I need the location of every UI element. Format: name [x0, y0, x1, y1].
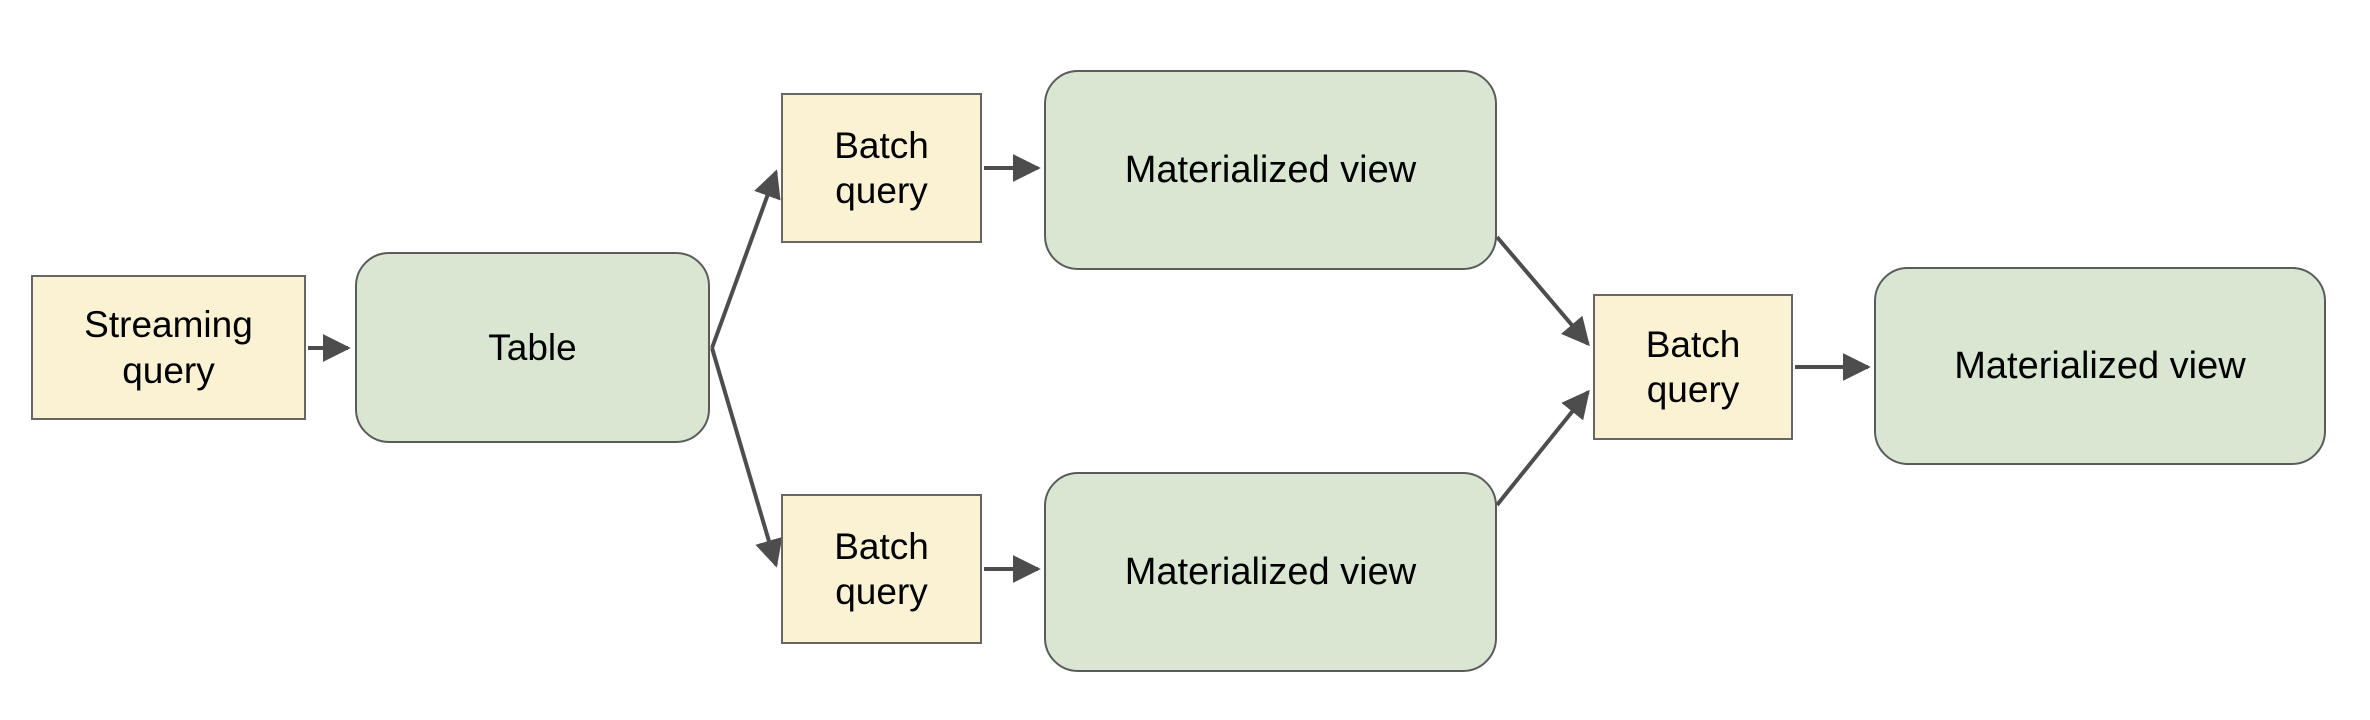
- edge-table-to-batch-query-bottom: [710, 347, 783, 568]
- node-table-label: Table: [488, 326, 577, 368]
- edge-materialized-view-bottom-to-batch-query-middle: [1495, 389, 1590, 507]
- node-streaming-query[interactable]: Streaming query: [31, 275, 306, 420]
- node-materialized-view-bottom-label: Materialized view: [1124, 550, 1417, 593]
- edge-table-to-batch-query-top: [710, 169, 781, 349]
- node-batch-query-middle[interactable]: Batch query: [1593, 294, 1793, 440]
- node-materialized-view-right[interactable]: Materialized view: [1874, 267, 2326, 465]
- node-streaming-query-label: Streaming query: [84, 304, 253, 391]
- edge-materialized-view-top-to-batch-query-middle: [1495, 235, 1590, 347]
- node-batch-query-bottom[interactable]: Batch query: [781, 494, 982, 644]
- node-materialized-view-top[interactable]: Materialized view: [1044, 70, 1497, 270]
- node-materialized-view-top-label: Materialized view: [1124, 148, 1417, 191]
- node-batch-query-top[interactable]: Batch query: [781, 93, 982, 243]
- node-batch-query-middle-label: Batch query: [1645, 323, 1741, 410]
- node-table[interactable]: Table: [355, 252, 710, 443]
- node-materialized-view-right-label: Materialized view: [1954, 344, 2246, 387]
- node-batch-query-top-label: Batch query: [834, 124, 929, 211]
- node-materialized-view-bottom[interactable]: Materialized view: [1044, 472, 1497, 672]
- node-batch-query-bottom-label: Batch query: [834, 525, 929, 612]
